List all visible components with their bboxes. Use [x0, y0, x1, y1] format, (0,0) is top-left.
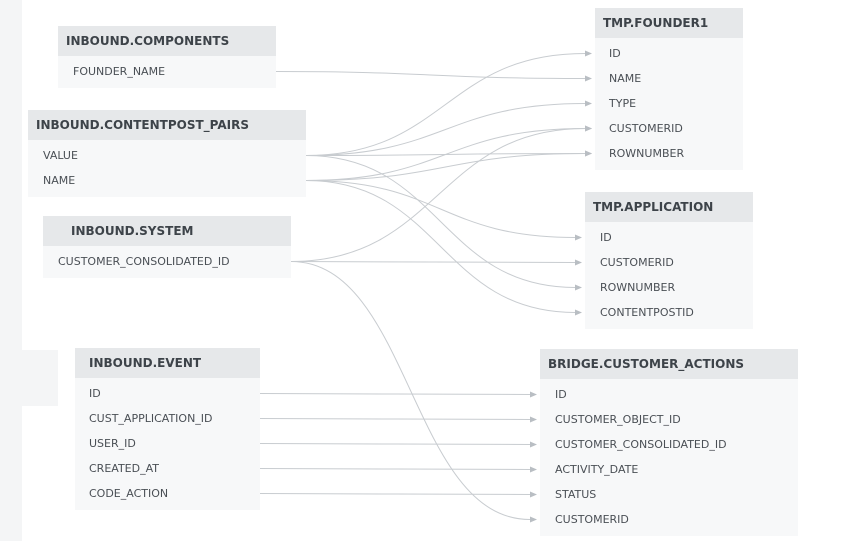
table-header[interactable]: INBOUND.CONTENTPOST_PAIRS — [28, 110, 306, 140]
column-row[interactable]: TYPE — [609, 97, 637, 110]
edge-arrowhead — [585, 125, 592, 132]
table-tmp-application[interactable]: TMP.APPLICATION ID CUSTOMERID ROWNUMBER … — [585, 192, 753, 329]
table-inbound-system[interactable]: INBOUND.SYSTEM CUSTOMER_CONSOLIDATED_ID — [43, 216, 291, 278]
edge-line — [290, 128, 586, 262]
edge-arrowhead — [585, 75, 592, 82]
column-row[interactable]: NAME — [43, 174, 76, 187]
edge-arrowhead — [575, 259, 582, 266]
column-row[interactable]: ID — [555, 388, 567, 401]
left-panel-notch — [22, 350, 58, 406]
edge-arrowhead — [530, 416, 537, 423]
edge-arrowhead — [575, 309, 582, 316]
edge-arrowhead — [530, 391, 537, 398]
table-header[interactable]: BRIDGE.CUSTOMER_ACTIONS — [540, 349, 798, 379]
column-row[interactable]: FOUNDER_NAME — [73, 65, 166, 78]
table-header[interactable]: INBOUND.SYSTEM — [43, 216, 291, 246]
column-row[interactable]: ID — [600, 231, 612, 244]
edge-line — [259, 468, 531, 470]
edge-line — [275, 71, 586, 79]
edge-line — [305, 128, 586, 181]
column-row[interactable]: CUSTOMERID — [600, 256, 674, 269]
column-row[interactable]: STATUS — [555, 488, 597, 501]
edge-arrowhead — [585, 125, 592, 132]
edge-line — [259, 393, 531, 395]
edge-arrowhead — [585, 150, 592, 157]
column-row[interactable]: VALUE — [43, 149, 78, 162]
column-row[interactable]: CREATED_AT — [89, 462, 159, 475]
edge-line — [305, 153, 586, 181]
column-row[interactable]: ROWNUMBER — [600, 281, 676, 294]
column-row[interactable]: CUSTOMERID — [555, 513, 629, 526]
edge-line — [259, 418, 531, 420]
column-row[interactable]: CUSTOMER_CONSOLIDATED_ID — [58, 255, 230, 268]
table-inbound-event[interactable]: INBOUND.EVENT ID CUST_APPLICATION_ID USE… — [75, 348, 260, 510]
table-inbound-contentpost-pairs[interactable]: INBOUND.CONTENTPOST_PAIRS VALUE NAME — [28, 110, 306, 197]
edge-arrowhead — [530, 466, 537, 473]
edge-line — [305, 180, 576, 238]
edge-line — [305, 180, 576, 313]
edge-line — [305, 53, 586, 156]
table-header[interactable]: TMP.FOUNDER1 — [595, 8, 743, 38]
column-row[interactable]: CUST_APPLICATION_ID — [89, 412, 213, 425]
table-header[interactable]: INBOUND.COMPONENTS — [58, 26, 276, 56]
table-inbound-components[interactable]: INBOUND.COMPONENTS FOUNDER_NAME — [58, 26, 276, 88]
edge-arrowhead — [585, 50, 592, 57]
edge-line — [290, 261, 531, 520]
edge-line — [305, 153, 586, 156]
column-row[interactable]: USER_ID — [89, 437, 136, 450]
column-row[interactable]: CONTENTPOSTID — [600, 306, 694, 319]
edge-line — [259, 493, 531, 495]
column-row[interactable]: NAME — [609, 72, 642, 85]
table-tmp-founder1[interactable]: TMP.FOUNDER1 ID NAME TYPE CUSTOMERID ROW… — [595, 8, 743, 170]
edge-arrowhead — [530, 516, 537, 523]
table-header[interactable]: TMP.APPLICATION — [585, 192, 753, 222]
edge-arrowhead — [575, 284, 582, 291]
edge-line — [305, 103, 586, 156]
column-row[interactable]: CUSTOMER_CONSOLIDATED_ID — [555, 438, 727, 451]
column-row[interactable]: ID — [609, 47, 621, 60]
edge-arrowhead — [575, 234, 582, 241]
edge-arrowhead — [530, 491, 537, 498]
table-header[interactable]: INBOUND.EVENT — [75, 348, 260, 378]
edge-arrowhead — [585, 150, 592, 157]
column-row[interactable]: ID — [89, 387, 101, 400]
column-row[interactable]: ROWNUMBER — [609, 147, 685, 160]
left-panel-strip — [0, 0, 22, 541]
column-row[interactable]: CODE_ACTION — [89, 487, 169, 500]
edge-line — [290, 261, 576, 263]
edge-arrowhead — [585, 100, 592, 107]
column-row[interactable]: CUSTOMERID — [609, 122, 683, 135]
column-row[interactable]: ACTIVITY_DATE — [555, 463, 639, 476]
edge-line — [305, 155, 576, 288]
edge-line — [259, 443, 531, 445]
table-bridge-customer-actions[interactable]: BRIDGE.CUSTOMER_ACTIONS ID CUSTOMER_OBJE… — [540, 349, 798, 536]
edge-arrowhead — [530, 441, 537, 448]
column-row[interactable]: CUSTOMER_OBJECT_ID — [555, 413, 681, 426]
